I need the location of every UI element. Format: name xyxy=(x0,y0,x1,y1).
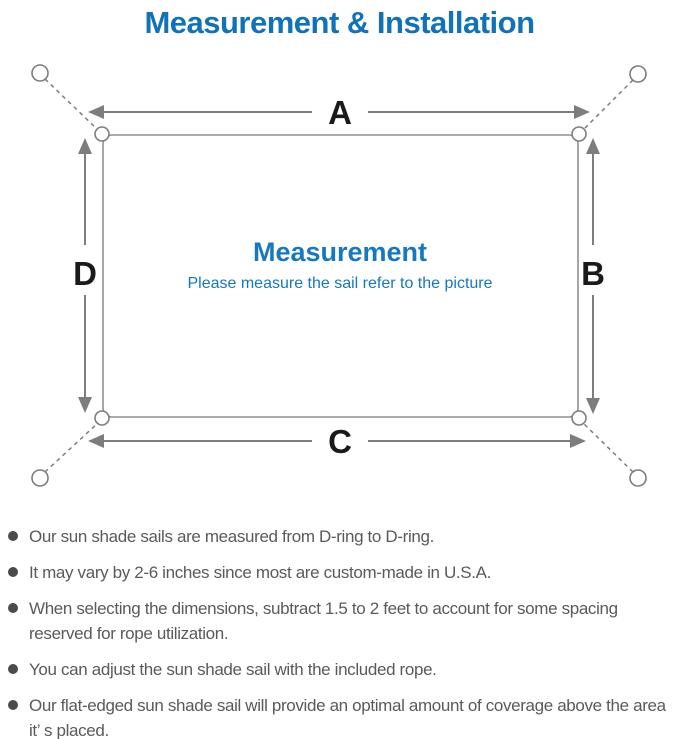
anchor-ring-top-right xyxy=(629,65,647,83)
bullet-icon xyxy=(8,567,18,577)
measurement-diagram: A C D B Measurement Please measure the s… xyxy=(31,64,647,487)
list-item: When selecting the dimensions, subtract … xyxy=(8,596,673,646)
note-text: Our sun shade sails are measured from D-… xyxy=(29,527,434,546)
anchor-ring-bottom-right xyxy=(629,469,647,487)
d-ring-bottom-left xyxy=(94,410,110,426)
dim-label-b: B xyxy=(581,255,605,292)
list-item: It may vary by 2-6 inches since most are… xyxy=(8,560,673,585)
rope-line-top-right xyxy=(581,79,634,132)
notes-list: Our sun shade sails are measured from D-… xyxy=(0,524,679,739)
sail-rectangle xyxy=(102,134,579,418)
page-title: Measurement & Installation xyxy=(144,5,535,40)
dim-label-d: D xyxy=(73,255,97,292)
anchor-ring-top-left xyxy=(31,64,49,82)
bullet-icon xyxy=(8,700,18,710)
d-ring-top-right xyxy=(571,126,587,142)
note-text: You can adjust the sun shade sail with t… xyxy=(29,660,437,679)
list-item: Our sun shade sails are measured from D-… xyxy=(8,524,673,549)
bullet-icon xyxy=(8,531,18,541)
rope-line-top-left xyxy=(44,78,100,132)
note-text: Our flat-edged sun shade sail will provi… xyxy=(29,696,666,739)
list-item: Our flat-edged sun shade sail will provi… xyxy=(8,693,673,739)
dim-label-c: C xyxy=(328,423,352,460)
dim-label-a: A xyxy=(328,94,352,131)
note-text: When selecting the dimensions, subtract … xyxy=(29,599,618,643)
anchor-ring-bottom-left xyxy=(31,469,49,487)
list-item: You can adjust the sun shade sail with t… xyxy=(8,657,673,682)
d-ring-top-left xyxy=(94,126,110,142)
diagram-center-subtitle: Please measure the sail refer to the pic… xyxy=(187,275,492,292)
note-text: It may vary by 2-6 inches since most are… xyxy=(29,563,492,582)
d-ring-bottom-right xyxy=(571,410,587,426)
bullet-icon xyxy=(8,664,18,674)
bullet-icon xyxy=(8,603,18,613)
diagram-center-title: Measurement xyxy=(253,237,427,267)
rope-line-bottom-left xyxy=(44,421,100,473)
rope-line-bottom-right xyxy=(581,421,634,473)
